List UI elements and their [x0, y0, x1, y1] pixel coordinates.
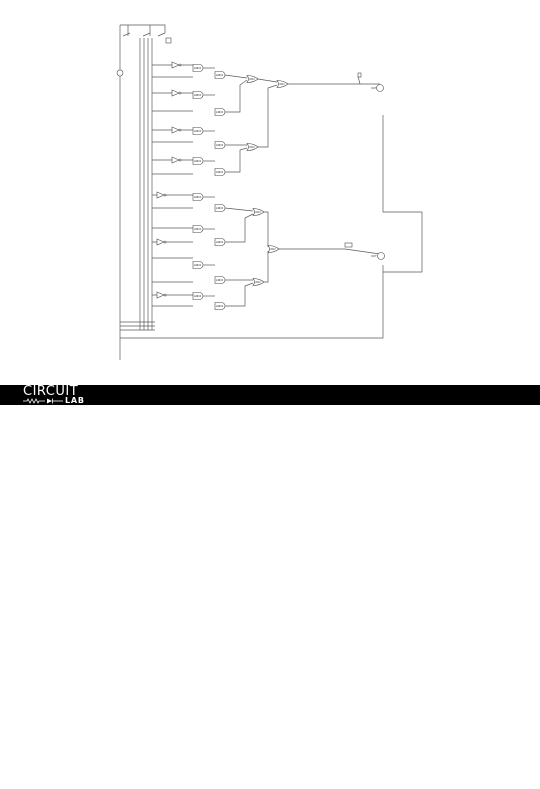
not-gate-bubble [163, 240, 167, 244]
and-gate[interactable] [214, 71, 226, 79]
and-gate-label: AND2 [216, 304, 224, 308]
wire [264, 211, 269, 247]
and-gate[interactable] [214, 302, 226, 310]
input-source[interactable] [165, 37, 172, 44]
and-gate[interactable] [192, 64, 204, 72]
not-gate-bubble [178, 91, 182, 95]
and-gate-label: AND2 [194, 195, 202, 199]
wire [225, 79, 248, 113]
or-gate-label: OR2 [255, 210, 261, 214]
and-gate[interactable] [192, 91, 204, 99]
and-gate-label: AND2 [194, 227, 202, 231]
or-gate[interactable] [246, 143, 259, 151]
not-gate[interactable] [156, 238, 165, 246]
not-gate[interactable] [171, 156, 180, 164]
or-gate-label: OR2 [249, 145, 255, 149]
and-gate-label: AND2 [216, 170, 224, 174]
not-gate[interactable] [171, 89, 180, 97]
voltage-source[interactable] [116, 69, 124, 77]
output-label-2: OUT [371, 254, 377, 258]
wire [264, 251, 269, 283]
wire [120, 24, 166, 33]
wire [225, 213, 254, 243]
wire [120, 265, 384, 339]
logo-text-circuit: CIRCUIT [23, 384, 79, 399]
or-gate-label: OR2 [255, 280, 261, 284]
resistor-diode-icon [23, 398, 63, 404]
or-gate-label: OR2 [249, 77, 255, 81]
and-gate-label: AND2 [194, 129, 202, 133]
wire [224, 207, 254, 212]
output-led-1[interactable] [376, 84, 384, 92]
probe[interactable] [344, 242, 353, 248]
or-gate-label: OR2 [270, 247, 276, 251]
footer-bar: CIRCUIT LAB d0 / one bit adder (WIP) htt… [0, 384, 540, 789]
not-gate-bubble [163, 293, 167, 297]
not-gate[interactable] [171, 61, 180, 69]
probe[interactable] [357, 72, 362, 78]
and-gate-label: AND2 [216, 143, 224, 147]
and-gate[interactable] [192, 157, 204, 165]
or-gate[interactable] [252, 208, 265, 216]
and-gate-label: AND2 [216, 73, 224, 77]
not-gate[interactable] [156, 191, 165, 199]
input-switch[interactable] [142, 32, 151, 37]
not-gate[interactable] [171, 126, 180, 134]
and-gate[interactable] [192, 225, 204, 233]
and-gate-label: AND2 [194, 66, 202, 70]
and-gate[interactable] [192, 261, 204, 269]
and-gate-label: AND2 [194, 263, 202, 267]
output-label-1: OUT [371, 86, 377, 90]
and-gate-label: AND2 [216, 110, 224, 114]
title-separator: / [127, 771, 131, 780]
or-gate[interactable] [252, 278, 265, 286]
not-gate-bubble [178, 158, 182, 162]
schematic-canvas[interactable]: AND2AND2AND2AND2AND2AND2AND2AND2OR2OR2OR… [0, 0, 540, 385]
and-gate-label: AND2 [216, 240, 224, 244]
and-gate-label: AND2 [194, 294, 202, 298]
wire [279, 248, 381, 255]
and-gate-label: AND2 [216, 206, 224, 210]
or-gate[interactable] [267, 245, 280, 253]
wire [382, 115, 423, 273]
wire [257, 78, 278, 83]
wire [224, 74, 248, 79]
and-gate[interactable] [192, 292, 204, 300]
wire [225, 147, 248, 173]
output-led-2[interactable] [377, 252, 385, 260]
circuit-url[interactable]: http://circuitlab.com/cxa432b [115, 780, 233, 789]
and-gate-label: AND2 [216, 278, 224, 282]
or-gate[interactable] [276, 80, 289, 88]
or-gate[interactable] [246, 75, 259, 83]
and-gate[interactable] [214, 168, 226, 176]
wire [225, 282, 254, 307]
input-switch[interactable] [122, 32, 131, 37]
not-gate-bubble [178, 128, 182, 132]
circuitlab-logo[interactable]: CIRCUIT LAB [23, 384, 93, 405]
and-gate-label: AND2 [194, 159, 202, 163]
and-gate[interactable] [214, 238, 226, 246]
wire [258, 84, 278, 148]
and-gate[interactable] [214, 108, 226, 116]
owner-username[interactable]: d0 [115, 771, 126, 780]
logo-text-lab: LAB [65, 396, 85, 405]
circuit-title: d0 / one bit adder (WIP) [115, 771, 221, 780]
input-switch[interactable] [157, 32, 166, 37]
and-gate[interactable] [214, 204, 226, 212]
and-gate-label: AND2 [194, 93, 202, 97]
not-gate-bubble [163, 193, 167, 197]
probe-wire [357, 75, 361, 85]
and-gate[interactable] [192, 193, 204, 201]
and-gate[interactable] [192, 127, 204, 135]
or-gate-label: OR2 [279, 82, 285, 86]
and-gate[interactable] [214, 141, 226, 149]
circuit-name: one bit adder (WIP) [132, 771, 222, 780]
not-gate[interactable] [156, 291, 165, 299]
not-gate-bubble [178, 63, 182, 67]
and-gate[interactable] [214, 276, 226, 284]
